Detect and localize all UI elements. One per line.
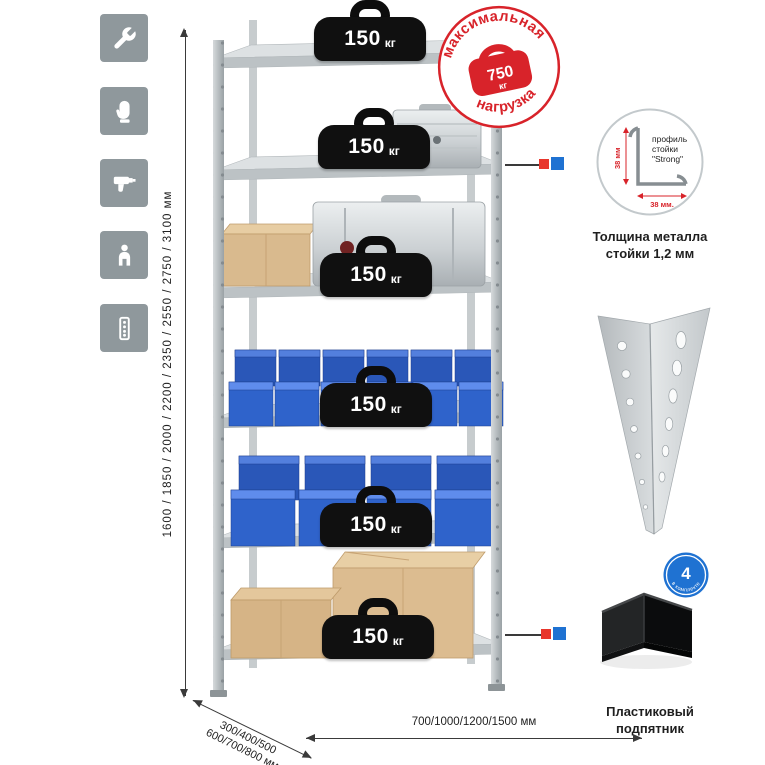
load-value: 150 xyxy=(350,393,387,416)
post-profile-detail: 38 мм 38 мм. профиль стойки "Strong" xyxy=(596,108,704,216)
profile-dimensions: 38 мм 38 мм. xyxy=(613,127,687,209)
depth-dimension-label: 300/400/500 600/700/800 мм xyxy=(180,704,310,765)
glove-icon xyxy=(115,100,130,123)
foot-caption-line2: подпятник xyxy=(615,721,685,736)
load-unit: кг xyxy=(388,143,400,158)
person-icon xyxy=(118,244,130,266)
feature-person xyxy=(100,231,148,279)
post-angle-illustration xyxy=(597,307,711,535)
plastic-bins-shelf5 xyxy=(230,455,500,547)
max-load-stamp: максимальная нагрузка 750 кг xyxy=(432,0,561,129)
profile-width-dim: 38 мм. xyxy=(650,200,674,209)
rack-front-posts xyxy=(210,34,505,697)
load-unit: кг xyxy=(392,633,404,648)
profile-caption-line1: Толщина металла xyxy=(592,229,708,244)
svg-text:"Strong": "Strong" xyxy=(652,154,683,164)
load-value: 150 xyxy=(352,625,389,648)
cardboard-box-shelf3 xyxy=(221,223,319,287)
svg-text:стойки: стойки xyxy=(652,144,678,154)
width-dimension-label: 700/1000/1200/1500 мм xyxy=(411,716,537,728)
perforated-post-icon xyxy=(118,316,130,340)
load-unit: кг xyxy=(384,35,396,50)
rack-back-posts xyxy=(249,16,475,668)
plastic-foot-illustration xyxy=(600,592,693,669)
red-marker-square xyxy=(541,629,551,639)
foot-caption: Пластиковый подпятник xyxy=(575,703,725,737)
profile-caption-line2: стойки 1,2 мм xyxy=(605,246,695,261)
load-value: 150 xyxy=(344,27,381,50)
load-value: 150 xyxy=(350,263,387,286)
load-unit: кг xyxy=(390,401,402,416)
feature-post xyxy=(100,304,148,352)
red-marker-square xyxy=(539,159,549,169)
connector-line-bottom xyxy=(505,634,543,636)
feature-assembly xyxy=(100,14,148,62)
load-value: 150 xyxy=(348,135,385,158)
stamp-unit: кг xyxy=(498,80,508,92)
load-value: 150 xyxy=(350,513,387,536)
feature-gloves xyxy=(100,87,148,135)
load-unit: кг xyxy=(390,521,402,536)
blue-marker-square xyxy=(553,627,566,640)
connector-line-top xyxy=(505,164,541,166)
badge-count: 4 xyxy=(681,564,691,583)
stamp-weight-icon xyxy=(478,44,515,61)
stamp-value: 750 xyxy=(486,63,515,85)
profile-height-dim: 38 мм xyxy=(613,147,622,169)
width-dimension-line xyxy=(306,733,642,742)
height-dimension-line xyxy=(180,28,188,698)
blue-marker-square xyxy=(551,157,564,170)
foot-caption-line1: Пластиковый xyxy=(606,704,694,719)
wrench-icon xyxy=(113,26,136,49)
drill-icon xyxy=(113,176,136,192)
profile-cross-section xyxy=(628,126,688,186)
load-unit: кг xyxy=(390,271,402,286)
feature-tools xyxy=(100,159,148,207)
shelving-rack-illustration xyxy=(210,16,505,697)
height-dimension-label: 1600 / 1850 / 2000 / 2200 / 2350 / 2550 … xyxy=(162,190,174,538)
included-count-badge: 4 в комплекте xyxy=(663,552,709,598)
svg-text:профиль: профиль xyxy=(652,134,688,144)
profile-caption: Толщина металла стойки 1,2 мм xyxy=(575,228,725,262)
post-holes xyxy=(617,331,687,510)
profile-label: профиль стойки "Strong" xyxy=(652,134,688,164)
